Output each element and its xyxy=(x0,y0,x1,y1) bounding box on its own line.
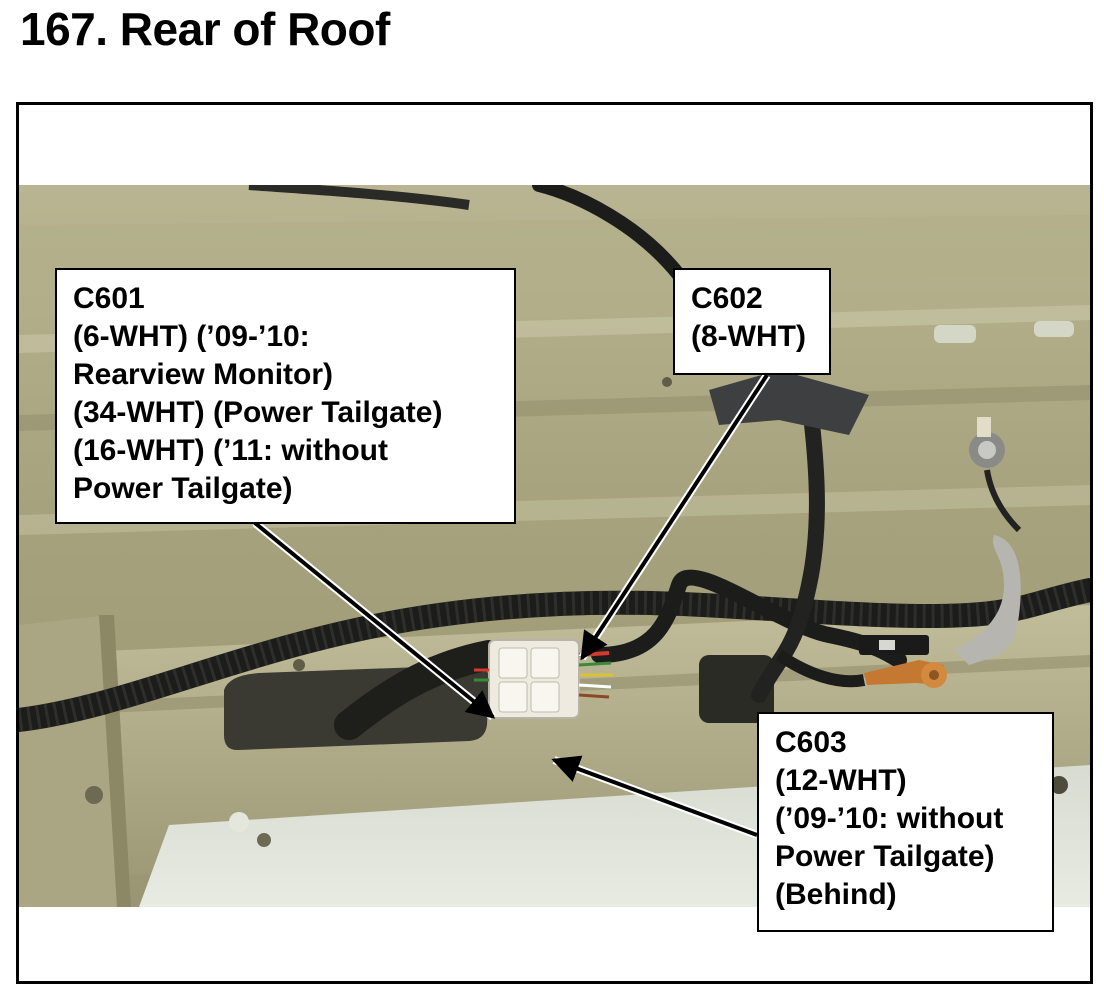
page-title: 167. Rear of Roof xyxy=(20,3,390,55)
callout-c603-line: (12-WHT) xyxy=(775,764,907,797)
callout-c603-line: (’09-’10: without xyxy=(775,802,1004,835)
callout-c601-line: (6-WHT) (’09-’10: xyxy=(73,320,310,353)
callout-c601-line: (16-WHT) (’11: without xyxy=(73,434,388,467)
callout-c603-line: Power Tailgate) xyxy=(775,840,995,873)
callout-c602-line: (8-WHT) xyxy=(691,320,806,353)
callout-c603-line: C603 xyxy=(775,726,847,759)
figure-frame: C601 (6-WHT) (’09-’10: Rearview Monitor)… xyxy=(16,102,1093,984)
callout-c601-line: Rearview Monitor) xyxy=(73,358,334,391)
callout-c601-line: (34-WHT) (Power Tailgate) xyxy=(73,396,443,429)
callout-c603: C603 (12-WHT) (’09-’10: without Power Ta… xyxy=(757,712,1054,932)
callout-c602: C602 (8-WHT) xyxy=(673,268,831,375)
callout-c601: C601 (6-WHT) (’09-’10: Rearview Monitor)… xyxy=(55,268,516,524)
callout-c601-line: C601 xyxy=(73,282,145,315)
callout-c601-line: Power Tailgate) xyxy=(73,472,293,505)
callout-c603-line: (Behind) xyxy=(775,878,897,911)
callout-c602-line: C602 xyxy=(691,282,763,315)
